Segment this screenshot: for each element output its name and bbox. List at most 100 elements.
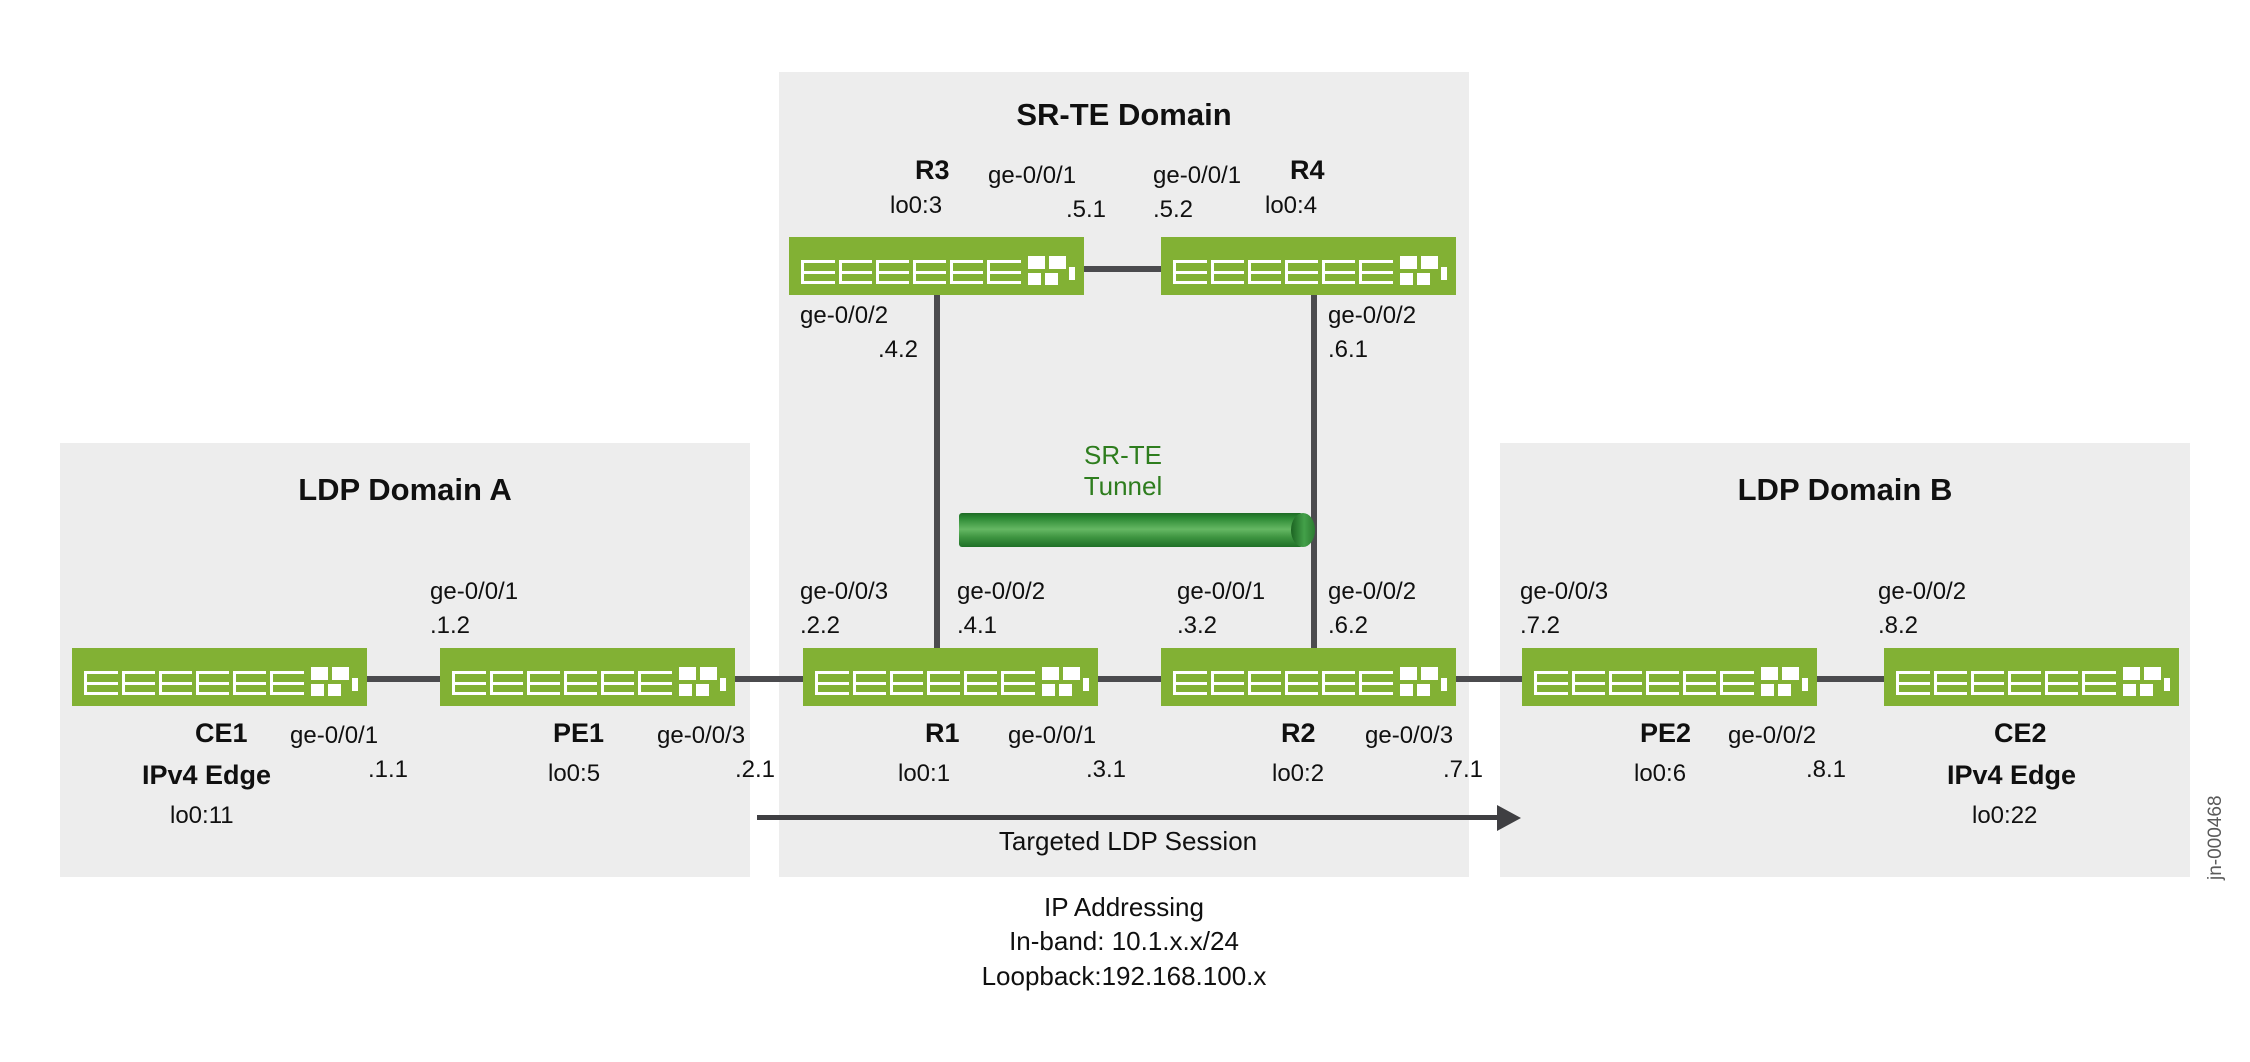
device-ce1[interactable] xyxy=(72,648,367,706)
status-led xyxy=(1041,684,1055,696)
iface-pe2-to-ce2-port: ge-0/0/2 xyxy=(1728,722,1817,749)
port xyxy=(875,260,910,284)
node-loopback-r1: lo0:1 xyxy=(898,760,951,787)
iface-r3-to-r1-port: ge-0/0/2 xyxy=(800,302,889,329)
port xyxy=(838,260,873,284)
device-pe2-ports xyxy=(1534,667,1808,696)
status-led xyxy=(1420,667,1438,680)
iface-ce2-to-pe2-addr: .8.2 xyxy=(1878,612,1919,639)
node-label-ce1: CE1 xyxy=(195,718,248,748)
status-led xyxy=(331,667,349,680)
port xyxy=(987,260,1021,284)
device-r2-ports xyxy=(1173,667,1447,696)
iface-r1-to-r2-addr: .3.1 xyxy=(1085,756,1126,783)
port xyxy=(852,671,887,695)
device-r3[interactable] xyxy=(789,237,1084,295)
domain-box-srte xyxy=(779,72,1469,877)
port xyxy=(1683,671,1717,695)
status-led xyxy=(327,684,341,696)
domain-title-ldp-a: LDP Domain A xyxy=(298,472,512,507)
port xyxy=(1322,671,1356,695)
status-led xyxy=(1440,267,1447,280)
caption-line-3: Loopback:192.168.100.x xyxy=(981,960,1267,991)
port xyxy=(913,260,947,284)
iface-r4-to-r3-port: ge-0/0/1 xyxy=(1153,162,1242,189)
port xyxy=(1322,260,1356,284)
port xyxy=(1285,671,1319,695)
port xyxy=(801,260,835,284)
port xyxy=(815,671,849,695)
srte-tunnel-cap xyxy=(1291,513,1315,547)
status-led xyxy=(678,684,692,696)
status-led xyxy=(1781,667,1799,680)
status-led xyxy=(1399,273,1413,285)
port xyxy=(1285,260,1319,284)
status-led xyxy=(1420,256,1438,269)
node-label-ce2: CE2 xyxy=(1994,718,2047,748)
device-r2[interactable] xyxy=(1161,648,1456,706)
iface-r4-to-r3-addr: .5.2 xyxy=(1153,196,1194,223)
port xyxy=(950,260,984,284)
port xyxy=(889,671,924,695)
status-led xyxy=(1082,678,1089,691)
iface-r2-to-pe2-port: ge-0/0/3 xyxy=(1365,722,1454,749)
node-label-r1: R1 xyxy=(925,718,960,748)
port xyxy=(1970,671,2005,695)
caption-line-2: In-band: 10.1.x.x/24 xyxy=(1009,926,1239,957)
device-pe2[interactable] xyxy=(1522,648,1817,706)
node-loopback-ce2: lo0:22 xyxy=(1972,802,2038,829)
port xyxy=(2008,671,2042,695)
port xyxy=(964,671,998,695)
port xyxy=(1210,260,1245,284)
port xyxy=(233,671,267,695)
port xyxy=(1571,671,1606,695)
status-led xyxy=(2122,684,2136,696)
port xyxy=(1359,671,1393,695)
status-led xyxy=(2139,684,2153,696)
device-r4[interactable] xyxy=(1161,237,1456,295)
status-led xyxy=(1058,684,1072,696)
device-r4-ports xyxy=(1173,256,1447,285)
port xyxy=(1173,671,1207,695)
iface-r2-to-r4-port: ge-0/0/2 xyxy=(1328,578,1417,605)
port xyxy=(526,671,561,695)
iface-r3-to-r4-addr: .5.1 xyxy=(1065,196,1106,223)
iface-pe2-to-r2-port: ge-0/0/3 xyxy=(1520,578,1609,605)
device-ce2[interactable] xyxy=(1884,648,2179,706)
iface-r3-to-r1-addr: .4.2 xyxy=(877,336,918,363)
node-loopback-r3: lo0:3 xyxy=(890,192,943,219)
iface-ce1-to-pe1-addr: .1.1 xyxy=(367,756,408,783)
device-r1[interactable] xyxy=(803,648,1098,706)
port xyxy=(1933,671,1968,695)
iface-r2-to-r1-port: ge-0/0/1 xyxy=(1177,578,1266,605)
link-r1-r2 xyxy=(1080,676,1165,682)
status-led xyxy=(1440,678,1447,691)
node-label-pe1: PE1 xyxy=(553,718,605,748)
status-led xyxy=(719,678,726,691)
port xyxy=(270,671,304,695)
device-pe1[interactable] xyxy=(440,648,735,706)
status-led xyxy=(1048,256,1066,269)
srte-tunnel-label-line1: SR-TE xyxy=(1084,440,1162,470)
port xyxy=(1646,671,1680,695)
status-led xyxy=(2163,678,2170,691)
port xyxy=(564,671,598,695)
status-led xyxy=(1399,684,1413,696)
status-led xyxy=(1399,256,1417,269)
port xyxy=(1896,671,1930,695)
srte-tunnel-label-line2: Tunnel xyxy=(1083,470,1163,501)
iface-r1-to-r3-port: ge-0/0/2 xyxy=(957,578,1046,605)
iface-ce1-to-pe1-port: ge-0/0/1 xyxy=(290,722,379,749)
status-led xyxy=(1044,273,1058,285)
port xyxy=(84,671,118,695)
status-led xyxy=(1062,667,1080,680)
node-label-r2: R2 xyxy=(1281,718,1316,748)
iface-pe2-to-r2-addr: .7.2 xyxy=(1520,612,1561,639)
status-led xyxy=(2122,667,2140,680)
status-led-cluster xyxy=(1760,667,1808,696)
port xyxy=(158,671,193,695)
device-ce1-ports xyxy=(84,667,358,696)
port xyxy=(452,671,486,695)
port xyxy=(1247,671,1282,695)
